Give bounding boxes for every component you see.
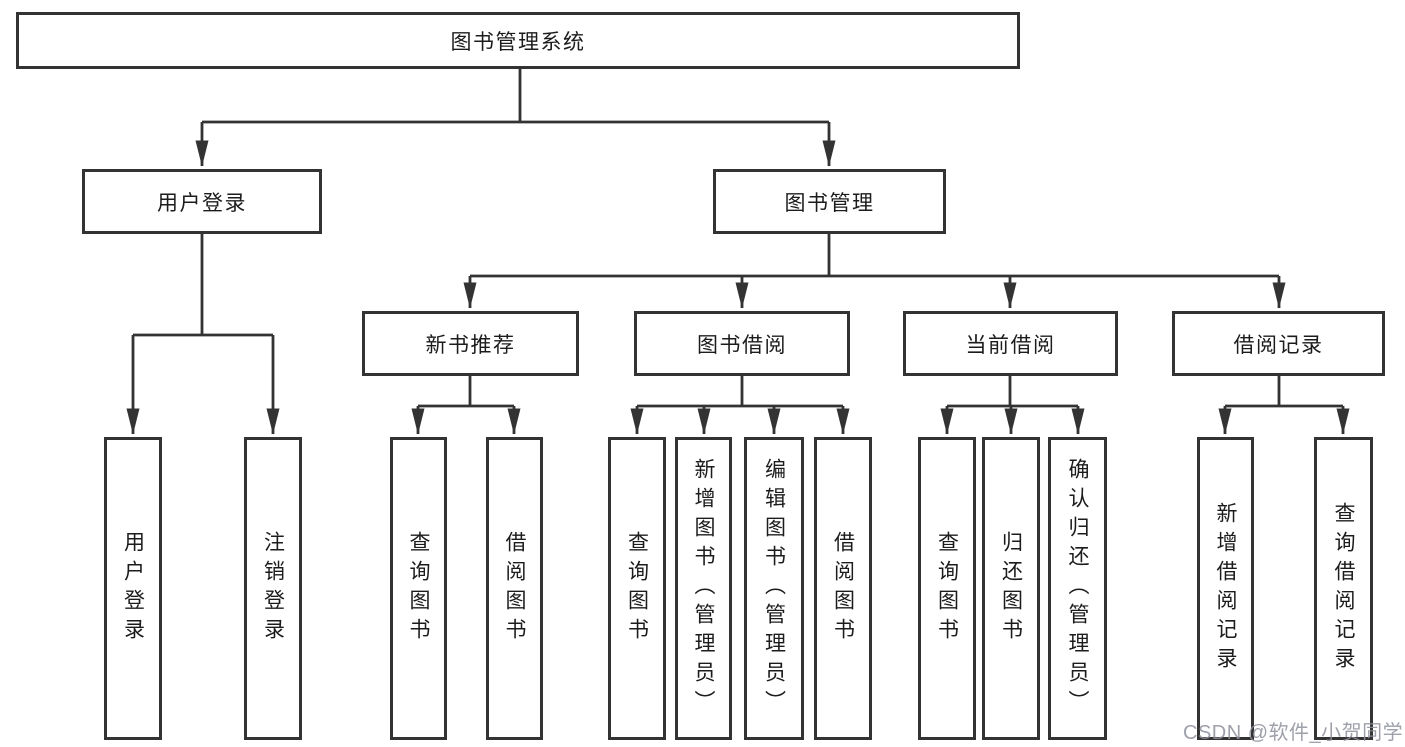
leaf-query-borrow-record: 查询借阅记录: [1314, 437, 1373, 740]
connector-new-book-children: [411, 376, 521, 435]
csdn-watermark: CSDN @软件_小贺同学: [1183, 722, 1404, 744]
connector-book-management-children: [463, 234, 1286, 309]
connector-book-borrow-children: [630, 376, 850, 435]
connector-borrow-records-children: [1218, 376, 1350, 435]
leaf-add-books-admin: 新增图书（管理员）: [675, 437, 732, 740]
connector-user-login-children: [126, 234, 280, 435]
leaf-edit-books-admin: 编辑图书（管理员）: [744, 437, 804, 740]
node-book-borrow: 图书借阅: [634, 311, 850, 376]
leaf-add-borrow-record: 新增借阅记录: [1197, 437, 1254, 740]
leaf-logout: 注销登录: [244, 437, 302, 740]
leaf-query-books-current: 查询图书: [918, 437, 976, 740]
node-current-borrow: 当前借阅: [903, 311, 1118, 376]
node-book-management: 图书管理: [713, 169, 946, 234]
connector-root-to-level2: [195, 69, 836, 167]
node-borrow-records: 借阅记录: [1172, 311, 1385, 376]
leaf-borrow-books-newbook: 借阅图书: [486, 437, 543, 740]
leaf-user-login: 用户登录: [104, 437, 162, 740]
leaf-query-books-borrow: 查询图书: [608, 437, 666, 740]
connector-current-borrow-children: [940, 376, 1085, 435]
node-user-login: 用户登录: [82, 169, 322, 234]
node-root: 图书管理系统: [16, 12, 1020, 69]
leaf-confirm-return-admin: 确认归还（管理员）: [1048, 437, 1107, 740]
node-new-book-recommend: 新书推荐: [362, 311, 579, 376]
leaf-query-books-newbook: 查询图书: [390, 437, 447, 740]
leaf-return-books: 归还图书: [982, 437, 1040, 740]
leaf-borrow-books-borrow: 借阅图书: [814, 437, 872, 740]
